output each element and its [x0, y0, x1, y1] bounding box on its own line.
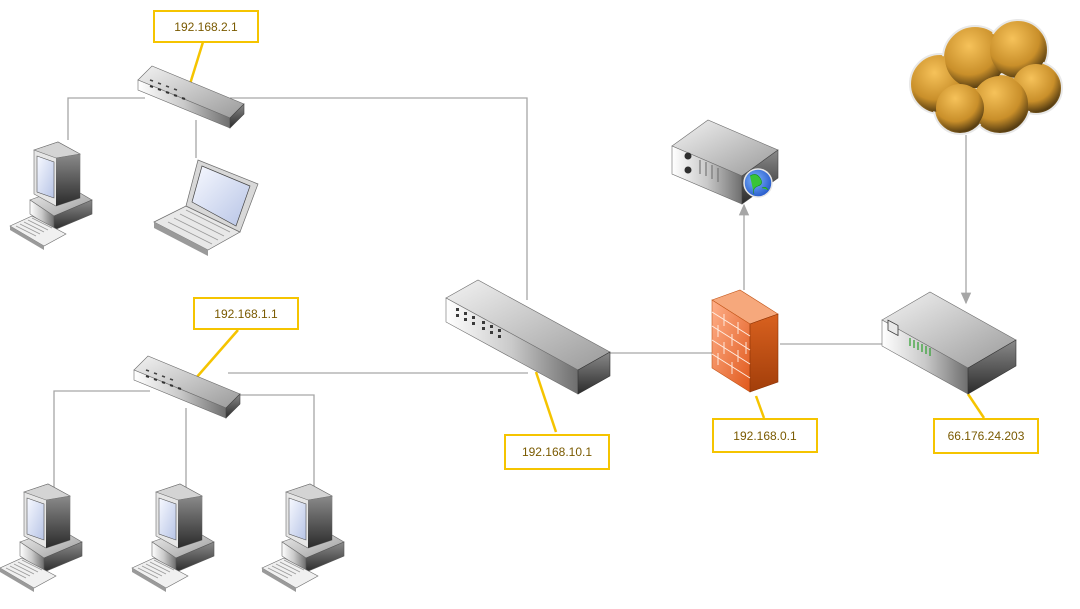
core-switch-icon: [445, 279, 611, 395]
cloud-icon: [909, 19, 1063, 135]
leader-core-switch: [534, 371, 558, 433]
laptop-icon: [153, 159, 259, 256]
leader-firewall: [754, 395, 766, 419]
desktop-pc-icon: [261, 483, 345, 593]
leader-modem: [966, 393, 986, 419]
desktop-pc-icon: [0, 483, 83, 593]
modem-icon: [881, 291, 1017, 395]
ip-callout-router-lan2: 192.168.2.1: [153, 10, 259, 43]
connection-lines: [53, 97, 972, 488]
web-server-icon: [671, 119, 779, 205]
ip-callout-router-lan1: 192.168.1.1: [193, 297, 299, 330]
link-hub2-to-core: [230, 97, 528, 300]
leader-router-lan2: [188, 41, 205, 85]
ip-callout-modem: 66.176.24.203: [933, 418, 1039, 454]
callout-leaders: [188, 41, 986, 433]
globe-icon: [743, 168, 773, 198]
hub-lan1-icon: [133, 355, 241, 419]
ip-callout-core-switch: 192.168.10.1: [504, 434, 610, 470]
firewall-icon: [711, 289, 779, 393]
leader-router-lan1: [195, 329, 239, 379]
link-hub2-to-pc: [67, 97, 145, 140]
link-hub1-to-pc-a: [53, 390, 150, 488]
ip-callout-firewall: 192.168.0.1: [712, 418, 818, 453]
desktop-pc-icon: [9, 141, 93, 251]
hub-lan2-icon: [137, 65, 245, 129]
desktop-pc-icon: [131, 483, 215, 593]
link-hub1-to-pc-c: [230, 394, 315, 488]
